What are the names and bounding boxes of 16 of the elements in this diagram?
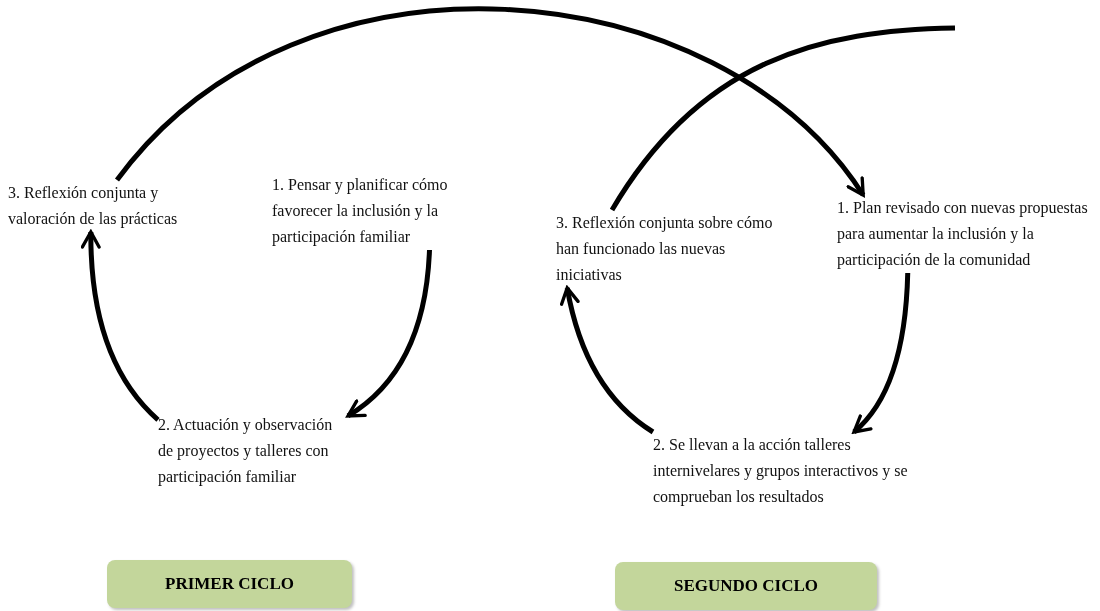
step-text: 1. Pensar y planificar cómo favorecer la inclusión y la participación familiar: [272, 175, 449, 248]
curved-arrow: [346, 249, 432, 418]
curved-arrow: [81, 230, 160, 422]
cycle-title: PRIMER CICLO: [165, 573, 294, 596]
step-text: 3. Reflexión conjunta sobre cómo han funcionado las nuevas iniciativas: [556, 213, 774, 285]
curved-arrow: [852, 272, 911, 434]
curved-line: [609, 25, 956, 212]
step-text: 2. Actuación y observación de proyectos y talleres con participación familiar: [158, 415, 334, 488]
curved-arrow: [115, 7, 866, 197]
cycle-banner: [615, 562, 877, 610]
step-text: 1. Plan revisado con nuevas propuestas para aumentar la inclusión y la participación de la comunidad: [837, 198, 1089, 271]
cycle-title: SEGUNDO CICLO: [673, 575, 819, 598]
step-text: 3. Reflexión conjunta y valoración de las prácticas: [8, 183, 179, 230]
step-text: 2. Se llevan a la acción talleres internivelares y grupos interactivos y se comprueban los resultados: [653, 435, 909, 508]
curved-arrow: [560, 286, 655, 435]
cycle-banner: [107, 560, 352, 608]
